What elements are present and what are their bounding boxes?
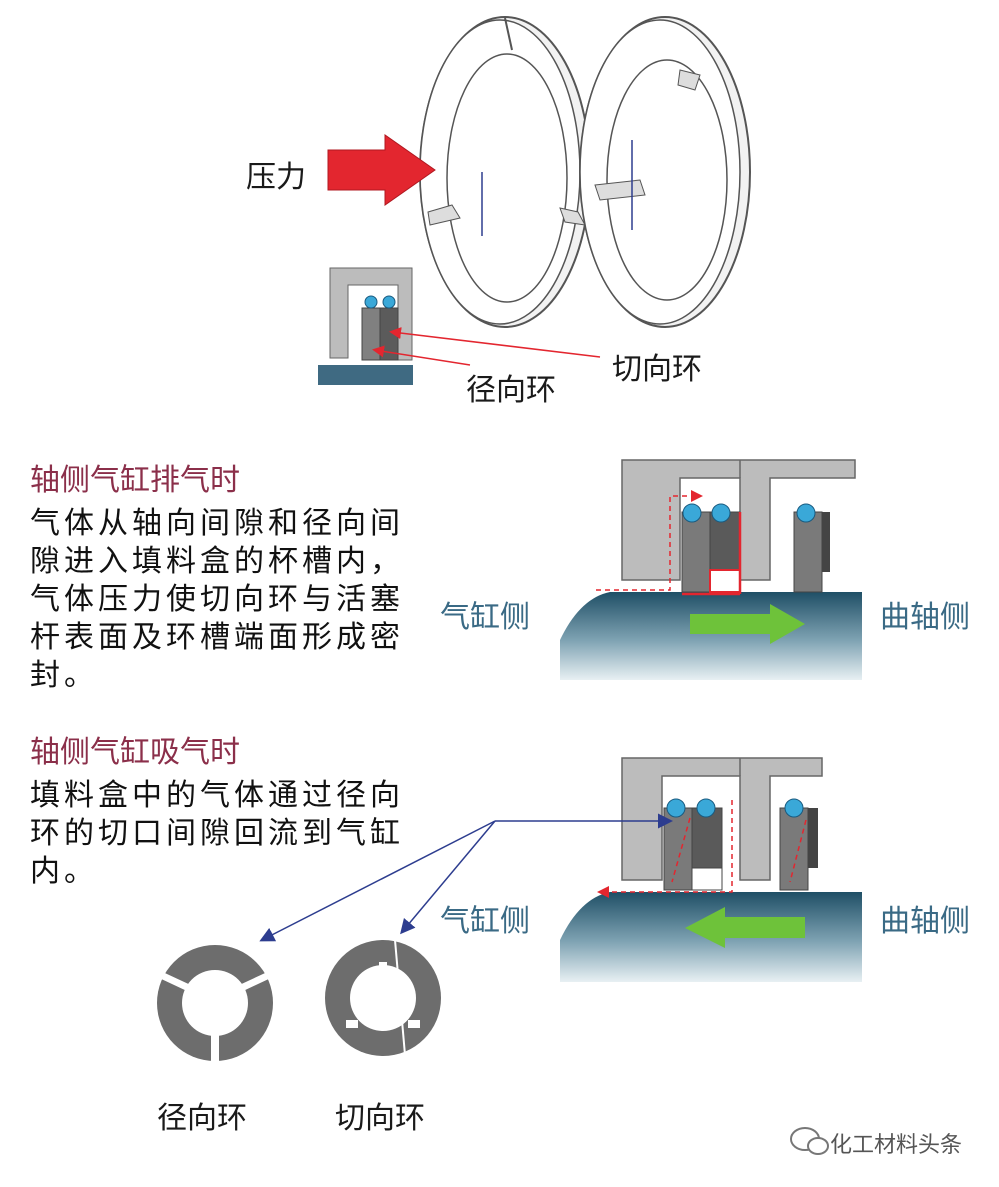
radial-ring-3d <box>419 16 591 328</box>
intake-crank-side-label: 曲轴侧 <box>880 904 970 939</box>
radial-ring-label-bottom: 径向环 <box>157 1101 247 1136</box>
watermark-text: 化工材料头条 <box>830 1133 963 1158</box>
exhaust-heading: 轴侧气缸排气时 <box>30 463 240 498</box>
pressure-arrow <box>327 134 436 206</box>
intake-heading: 轴侧气缸吸气时 <box>30 735 240 770</box>
radial-ring-flat <box>157 945 273 1062</box>
exhaust-section <box>560 459 862 680</box>
tangential-ring-label-top: 切向环 <box>612 352 702 387</box>
exhaust-cylinder-side-label: 气缸侧 <box>440 600 530 635</box>
small-section <box>318 267 601 385</box>
radial-ring-label-top: 径向环 <box>466 373 556 408</box>
tangential-ring-label-bottom: 切向环 <box>335 1101 425 1136</box>
intake-cylinder-side-label: 气缸侧 <box>440 904 530 939</box>
rod-direction-arrow-left <box>685 907 805 948</box>
intake-description: 填料盒中的气体通过径向环的切口间隙回流到气缸内。 <box>30 778 404 889</box>
pressure-label: 压力 <box>246 160 306 195</box>
rod-direction-arrow-right <box>690 604 805 644</box>
exhaust-description: 气体从轴向间隙和径向间隙进入填料盒的杯槽内，气体压力使切向环与活塞杆表面及环槽端… <box>30 506 404 693</box>
wechat-icon <box>790 1127 829 1155</box>
intake-section <box>560 757 862 982</box>
connector-lines <box>259 813 673 942</box>
tangential-ring-flat <box>325 939 441 1056</box>
exhaust-crank-side-label: 曲轴侧 <box>880 600 970 635</box>
tangential-ring-3d <box>579 16 751 328</box>
